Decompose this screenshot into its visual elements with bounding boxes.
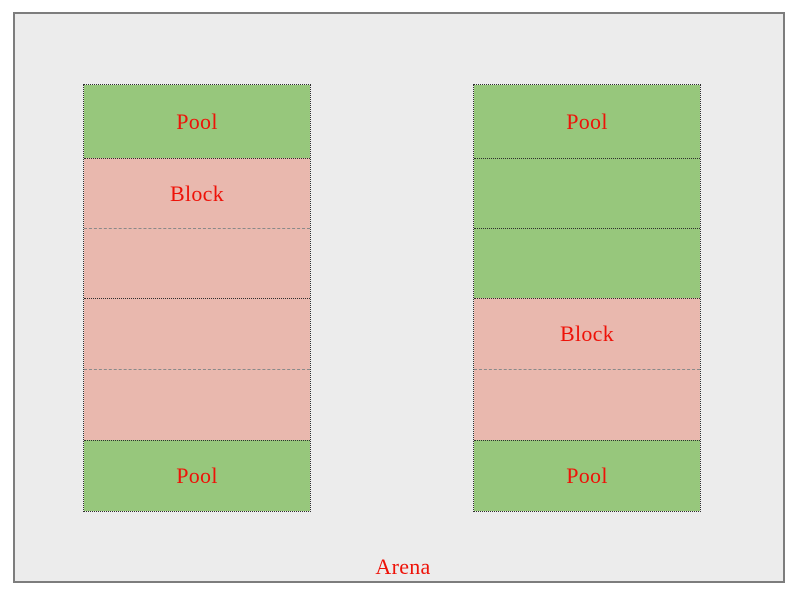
block-label: Block xyxy=(559,321,615,346)
pool-segment: Pool xyxy=(474,440,700,511)
block-segment xyxy=(84,228,310,298)
block-segment xyxy=(474,369,700,440)
arena-frame: Pool Block Pool Pool xyxy=(13,12,785,583)
memory-column-left: Pool Block Pool xyxy=(83,84,311,512)
pool-label: Pool xyxy=(566,463,608,488)
pool-label: Pool xyxy=(176,108,218,134)
pool-segment: Pool xyxy=(84,440,310,511)
block-segment xyxy=(84,298,310,369)
block-segment xyxy=(84,369,310,440)
pool-segment xyxy=(474,228,700,298)
block-segment: Block xyxy=(84,158,310,228)
pool-label: Pool xyxy=(176,463,218,488)
block-label: Block xyxy=(169,180,225,206)
arena-label: Arena xyxy=(375,554,431,579)
pool-segment: Pool xyxy=(474,85,700,158)
pool-segment xyxy=(474,158,700,228)
block-segment: Block xyxy=(474,298,700,369)
pool-label: Pool xyxy=(566,108,608,134)
pool-segment: Pool xyxy=(84,85,310,158)
memory-column-right: Pool Block Pool xyxy=(473,84,701,512)
